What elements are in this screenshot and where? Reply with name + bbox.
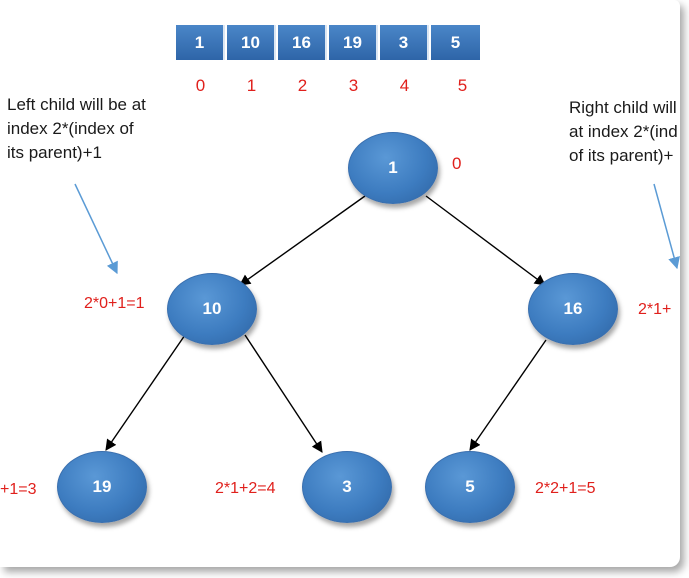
- pointer-arrow-right: [653, 183, 680, 270]
- array-cell: 1: [176, 25, 225, 60]
- edge-10-19: [105, 334, 186, 451]
- array-cell: 19: [329, 25, 378, 60]
- array-index: 0: [195, 76, 206, 95]
- edge-16-5: [469, 339, 547, 451]
- pointer-arrow-left: [74, 183, 118, 275]
- array-index: 5: [457, 76, 468, 95]
- left-child-note: Left child will be at index 2*(index of …: [7, 95, 146, 162]
- tree-node: 16: [528, 273, 618, 345]
- index-formula: 2*2+1=5: [535, 480, 596, 497]
- root-index-label: 0: [452, 154, 462, 173]
- right-child-note: Right child will at index 2*(ind of its …: [569, 98, 678, 165]
- tree-node: 10: [167, 273, 257, 345]
- array-cell: 3: [380, 25, 429, 60]
- edge-1-16: [425, 195, 546, 286]
- tree-node: 19: [57, 451, 147, 523]
- tree-edges: [74, 183, 680, 453]
- tree-node-root: 1: [348, 132, 438, 204]
- array-cell: 5: [431, 25, 480, 60]
- array-index: 4: [399, 76, 410, 95]
- diagram-canvas: 1 10 16 19 3 5 0 1 2 3 4 5 Left child wi…: [0, 25, 680, 523]
- index-formula: +1=3: [0, 481, 37, 498]
- array-index: 3: [348, 76, 359, 95]
- index-formula: 2*1+: [638, 301, 672, 318]
- tree-node: 3: [302, 451, 392, 523]
- edge-1-10: [239, 195, 366, 286]
- array-index: 1: [246, 76, 257, 95]
- tree-node: 5: [425, 451, 515, 523]
- index-formula: 2*1+2=4: [215, 480, 276, 497]
- array-cell: 10: [227, 25, 276, 60]
- edge-10-3: [244, 334, 323, 453]
- index-formula: 2*0+1=1: [84, 295, 145, 312]
- array-cell: 16: [278, 25, 327, 60]
- array-index: 2: [297, 76, 308, 95]
